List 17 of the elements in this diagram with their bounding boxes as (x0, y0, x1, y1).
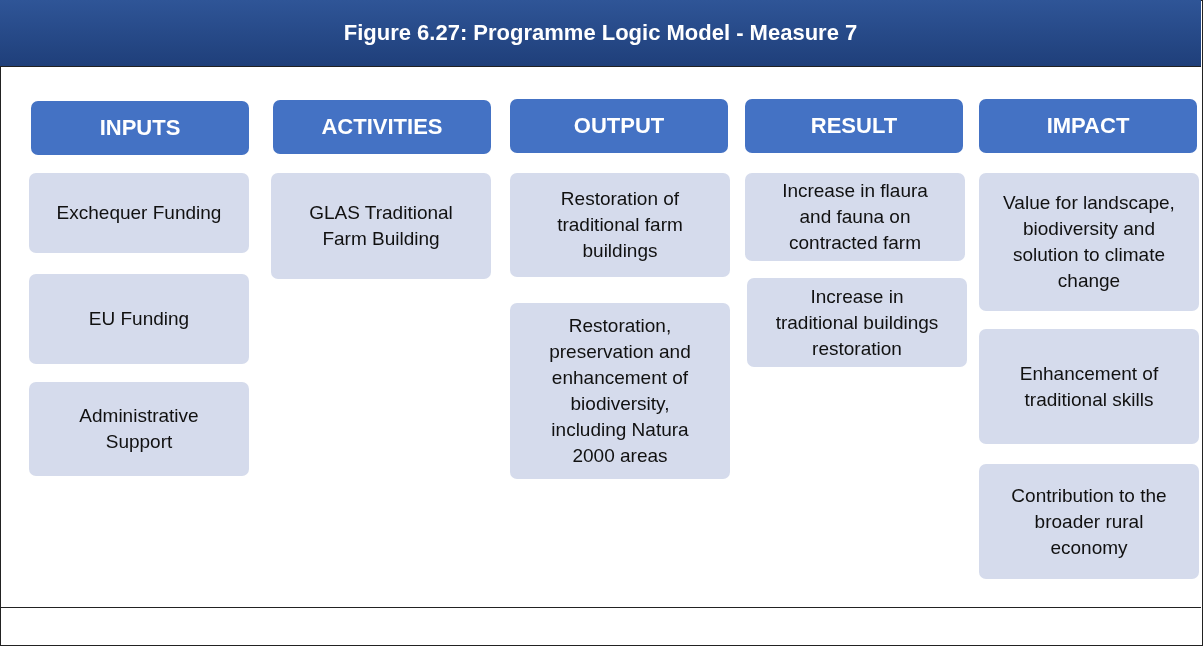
column-header: OUTPUT (510, 99, 728, 153)
text-box: Increase in traditional buildings restoration (747, 278, 967, 367)
column-header: IMPACT (979, 99, 1197, 153)
column-header: INPUTS (31, 101, 249, 155)
text-box: Exchequer Funding (29, 173, 249, 253)
text-box: Restoration of traditional farm buildings (510, 173, 730, 277)
text-box: GLAS Traditional Farm Building (271, 173, 491, 279)
text-box: EU Funding (29, 274, 249, 364)
column-header: ACTIVITIES (273, 100, 491, 154)
text-box: Value for landscape, biodiversity and solution to climate change (979, 173, 1199, 311)
text-box: Administrative Support (29, 382, 249, 476)
column-header: RESULT (745, 99, 963, 153)
text-box: Contribution to the broader rural economy (979, 464, 1199, 579)
text-box: Enhancement of traditional skills (979, 329, 1199, 444)
text-box: Increase in flaura and fauna on contracted farm (745, 173, 965, 261)
text-box: Restoration, preservation and enhancement of biodiversity, including Natura 2000 areas (510, 303, 730, 479)
figure-title: Figure 6.27: Programme Logic Model - Measure 7 (0, 0, 1201, 67)
